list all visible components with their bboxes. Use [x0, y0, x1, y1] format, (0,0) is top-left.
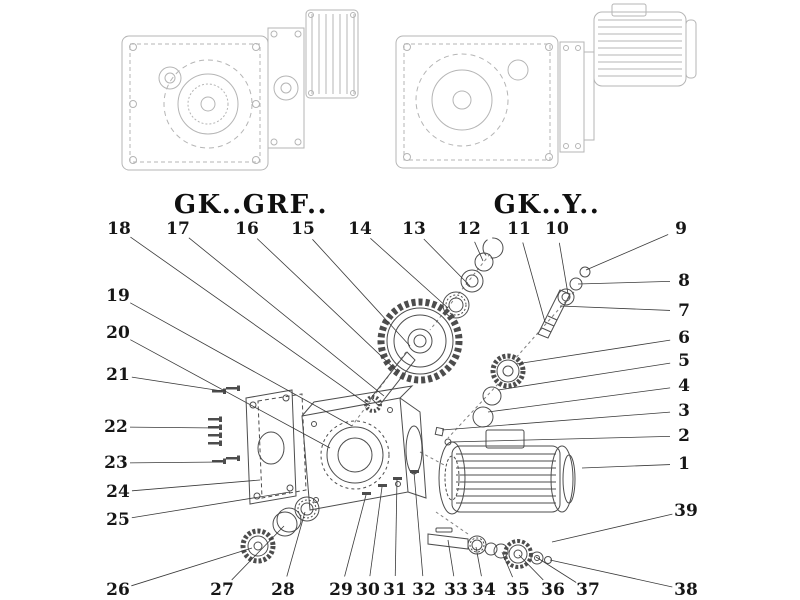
callout-11: 11: [507, 219, 531, 239]
callout-30: 30: [356, 580, 380, 600]
bearing-stack-main: [442, 237, 504, 319]
callout-24: 24: [106, 482, 130, 502]
leader-line-31: [394, 478, 398, 577]
leader-line-25: [131, 491, 291, 519]
output-shaft-assembly: [427, 527, 552, 569]
callout-9: 9: [675, 219, 687, 239]
callout-7: 7: [678, 301, 690, 321]
leader-line-17: [188, 237, 385, 397]
leader-line-28: [286, 511, 306, 577]
leader-line-16: [256, 238, 399, 373]
callout-31: 31: [383, 580, 407, 600]
callout-20: 20: [106, 323, 130, 343]
leader-line-8: [577, 280, 671, 285]
assembly-axis-lines: [351, 253, 575, 535]
callout-34: 34: [472, 580, 496, 600]
leader-line-9: [585, 234, 669, 271]
callout-16: 16: [235, 219, 259, 239]
callout-12: 12: [457, 219, 481, 239]
leader-line-15: [312, 239, 411, 347]
electric-motor: [438, 429, 576, 515]
callout-13: 13: [402, 219, 426, 239]
callout-19: 19: [106, 286, 130, 306]
callout-10: 10: [545, 219, 569, 239]
callout-1: 1: [678, 454, 690, 474]
leader-line-36: [518, 554, 544, 581]
leader-line-4: [487, 387, 671, 413]
leader-line-3: [441, 411, 671, 431]
mounting-flange-plate: [245, 389, 307, 505]
exploded-assembly: [208, 237, 591, 569]
callout-15: 15: [291, 219, 315, 239]
callout-32: 32: [412, 580, 436, 600]
leader-line-18: [130, 236, 371, 407]
callout-17: 17: [166, 219, 190, 239]
callout-38: 38: [674, 580, 698, 600]
callout-21: 21: [106, 365, 130, 385]
leader-line-27: [231, 525, 285, 581]
bearing-cover-assembly: [240, 496, 320, 564]
leader-line-22: [129, 426, 219, 429]
callout-leader-lines: [129, 234, 673, 588]
callout-14: 14: [348, 219, 372, 239]
callout-23: 23: [104, 453, 128, 473]
callout-5: 5: [678, 351, 690, 371]
leader-line-13: [423, 238, 471, 287]
callout-37: 37: [576, 580, 600, 600]
leader-line-12: [474, 241, 484, 262]
leader-line-10: [558, 242, 569, 295]
variant-label-y: GK..Y..: [494, 190, 601, 220]
callout-18: 18: [107, 219, 131, 239]
leader-line-32: [413, 471, 424, 577]
callout-8: 8: [678, 271, 690, 291]
gear-housing: [301, 385, 427, 511]
leader-line-37: [535, 556, 577, 583]
leader-line-39: [551, 513, 673, 543]
motor-terminal-box: [485, 429, 525, 449]
leader-line-6: [515, 339, 671, 365]
leader-line-33: [447, 539, 455, 577]
leader-line-34: [475, 546, 482, 577]
callout-33: 33: [444, 580, 468, 600]
leader-line-21: [131, 376, 223, 392]
callout-22: 22: [104, 417, 128, 437]
gearbox-drawing-grf: [121, 9, 359, 171]
callout-2: 2: [678, 426, 690, 446]
leader-line-5: [497, 362, 671, 391]
bevel-gear-main: [364, 298, 463, 413]
callout-4: 4: [678, 376, 690, 396]
callout-6: 6: [678, 328, 690, 348]
callout-27: 27: [210, 580, 234, 600]
gearbox-drawing-y: [395, 3, 697, 169]
callout-26: 26: [106, 580, 130, 600]
leader-line-24: [131, 479, 261, 492]
callout-36: 36: [541, 580, 565, 600]
ghost-motor-body: [593, 11, 687, 87]
callout-29: 29: [329, 580, 353, 600]
leader-line-11: [522, 242, 546, 323]
callout-3: 3: [678, 401, 690, 421]
leader-line-38: [549, 559, 673, 588]
leader-line-30: [369, 486, 383, 577]
callout-35: 35: [506, 580, 530, 600]
callout-39: 39: [674, 501, 698, 521]
flange-bolts: [208, 385, 240, 464]
callout-28: 28: [271, 580, 295, 600]
leader-line-35: [501, 551, 513, 578]
leader-line-14: [370, 238, 449, 309]
leader-line-7: [559, 305, 671, 311]
callout-25: 25: [106, 510, 130, 530]
leader-line-20: [130, 339, 331, 449]
leader-line-29: [344, 494, 367, 577]
leader-line-23: [129, 461, 223, 464]
leader-line-26: [131, 547, 253, 587]
fasteners-under-housing: [362, 470, 419, 495]
leader-line-2: [449, 435, 671, 443]
variant-label-grf: GK..GRF..: [174, 190, 328, 220]
leader-line-19: [130, 302, 353, 427]
leader-line-1: [581, 464, 671, 469]
input-pinion-assembly: [472, 266, 591, 428]
